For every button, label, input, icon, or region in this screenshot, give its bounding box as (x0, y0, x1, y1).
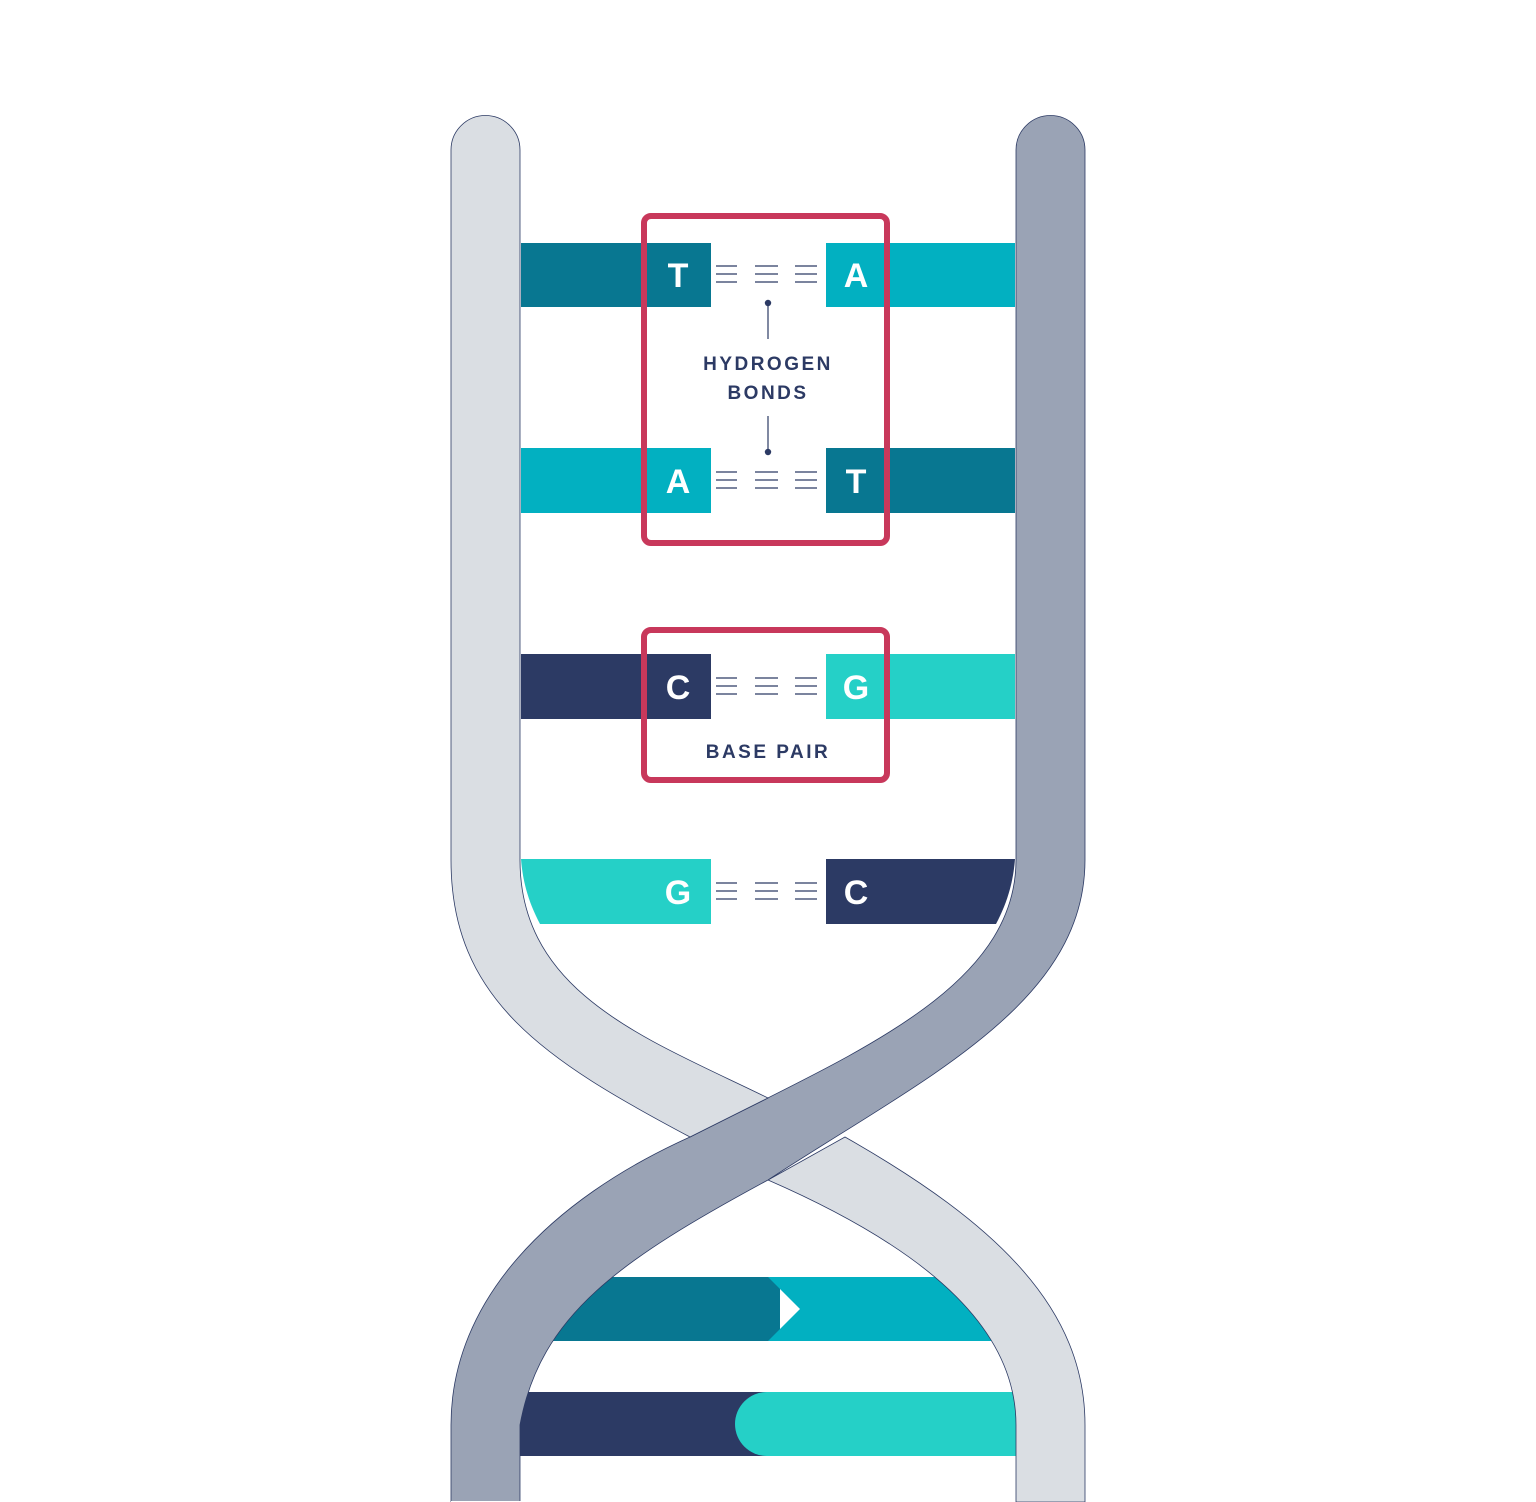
sugar-phosphate-backbone-right (450, 115, 1086, 1502)
strand-left-upper (450, 115, 769, 1138)
adenine-block (826, 243, 1015, 307)
base-letter-g: G (665, 874, 691, 912)
guanine-block (521, 859, 711, 924)
base-pair-row-1: T A (521, 243, 1015, 307)
base-letter-a: A (666, 463, 691, 501)
hydrogen-bond-lines (716, 471, 817, 489)
hydrogen-bonds-callout: HYDROGEN BONDS (641, 213, 890, 546)
hydrogen-bond-lines (716, 882, 817, 900)
base-pair-label: BASE PAIR (706, 742, 831, 763)
hydrogen-bond-lines (716, 265, 817, 283)
base-letter-t: T (846, 463, 867, 501)
hydrogen-bond-lines (716, 677, 817, 695)
base-pair-callout: BASE PAIR (641, 627, 890, 783)
adenine-block (521, 448, 711, 513)
guanine-block (826, 654, 1015, 719)
strand-right (450, 115, 1086, 1502)
thymine-block (521, 243, 711, 307)
base-letter-g: G (843, 669, 869, 707)
lower-rung-2-right (735, 1392, 1020, 1456)
hydrogen-bonds-label-line1: HYDROGEN (703, 354, 833, 375)
cytosine-block (521, 654, 711, 719)
strand-left-lower-arc (767, 1136, 1086, 1502)
base-pair-highlight-box (641, 627, 890, 783)
cytosine-block (826, 859, 1015, 924)
sugar-phosphate-backbone-left-lower (767, 1136, 1086, 1502)
base-pair-row-2: A T (521, 448, 1015, 513)
base-letter-c: C (844, 874, 869, 912)
sugar-phosphate-backbone-left-upper (450, 115, 769, 1138)
lower-rung-2-left (520, 1392, 770, 1456)
hydrogen-bonds-label-line2: BONDS (727, 383, 808, 404)
base-pair-row-4: G C (521, 859, 1015, 924)
lower-rung-2 (520, 1392, 1020, 1456)
base-pair-row-3: C G (521, 654, 1015, 719)
base-letter-t: T (668, 257, 689, 295)
hydrogen-bonds-highlight-box (641, 213, 890, 546)
base-letter-c: C (666, 669, 691, 707)
pointer-dot-bottom (764, 448, 772, 456)
base-letter-a: A (844, 257, 869, 295)
thymine-block (826, 448, 1015, 513)
